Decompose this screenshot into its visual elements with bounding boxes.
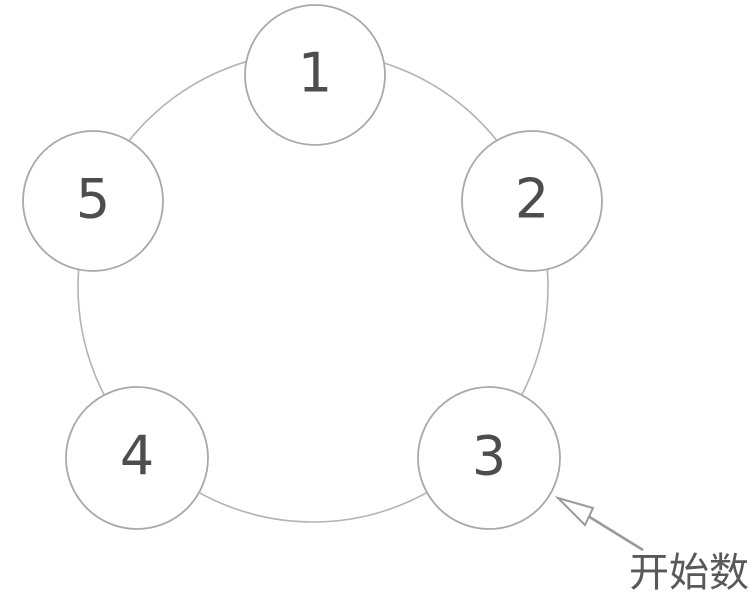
- node-label-3: 3: [471, 424, 507, 488]
- node-label-2: 2: [514, 167, 550, 231]
- node-circle-1: [244, 4, 386, 146]
- node-label-5: 5: [75, 167, 111, 231]
- start-counting-label: 开始数: [629, 550, 749, 596]
- node-circle-3: [417, 386, 561, 530]
- node-circle-4: [65, 386, 209, 530]
- node-circle-5: [22, 130, 164, 272]
- arrow-shaft: [587, 514, 644, 552]
- node-circle-2: [461, 130, 603, 272]
- node-label-1: 1: [297, 41, 333, 105]
- start-arrow-icon: [554, 495, 644, 552]
- arrow-hollow-head: [554, 495, 595, 527]
- node-label-4: 4: [119, 424, 155, 488]
